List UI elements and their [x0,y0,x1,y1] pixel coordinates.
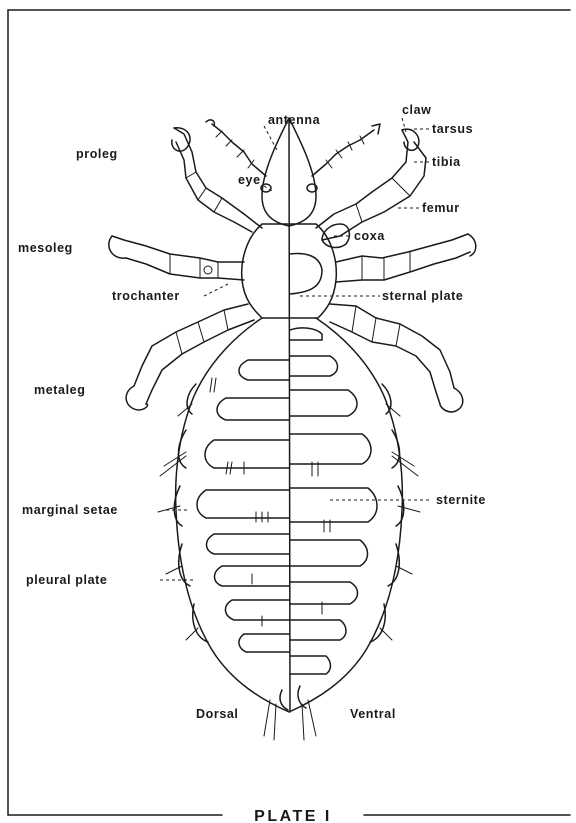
label-pleural-plate: pleural plate [26,573,107,587]
label-ventral: Ventral [350,707,396,721]
mesoleg-left [109,236,244,280]
label-sternite: sternite [436,493,486,507]
sternal-plate [290,254,322,294]
label-eye: eye [238,173,261,187]
leader-lines [160,118,432,580]
plate-caption: PLATE I [254,808,332,823]
label-mesoleg: mesoleg [18,241,73,255]
label-coxa: coxa [354,229,385,243]
label-tarsus: tarsus [432,122,473,136]
metaleg-left [126,304,254,410]
anatomy-labels: antenna claw tarsus proleg tibia eye fem… [18,103,486,721]
dorsal-tergites [197,360,289,652]
antenna-right [312,124,380,176]
label-antenna: antenna [268,113,321,127]
label-dorsal: Dorsal [196,707,239,721]
label-trochanter: trochanter [112,289,180,303]
label-marginal-setae: marginal setae [22,503,118,517]
ventral-sternites [280,328,377,710]
antenna-left [206,120,266,176]
midline-divider [289,118,290,712]
metaleg-right [330,304,463,412]
louse-illustration [109,118,476,740]
label-sternal-plate: sternal plate [382,289,463,303]
label-claw: claw [402,103,432,117]
label-femur: femur [422,201,460,215]
label-proleg: proleg [76,147,118,161]
label-metaleg: metaleg [34,383,85,397]
label-tibia: tibia [432,155,461,169]
